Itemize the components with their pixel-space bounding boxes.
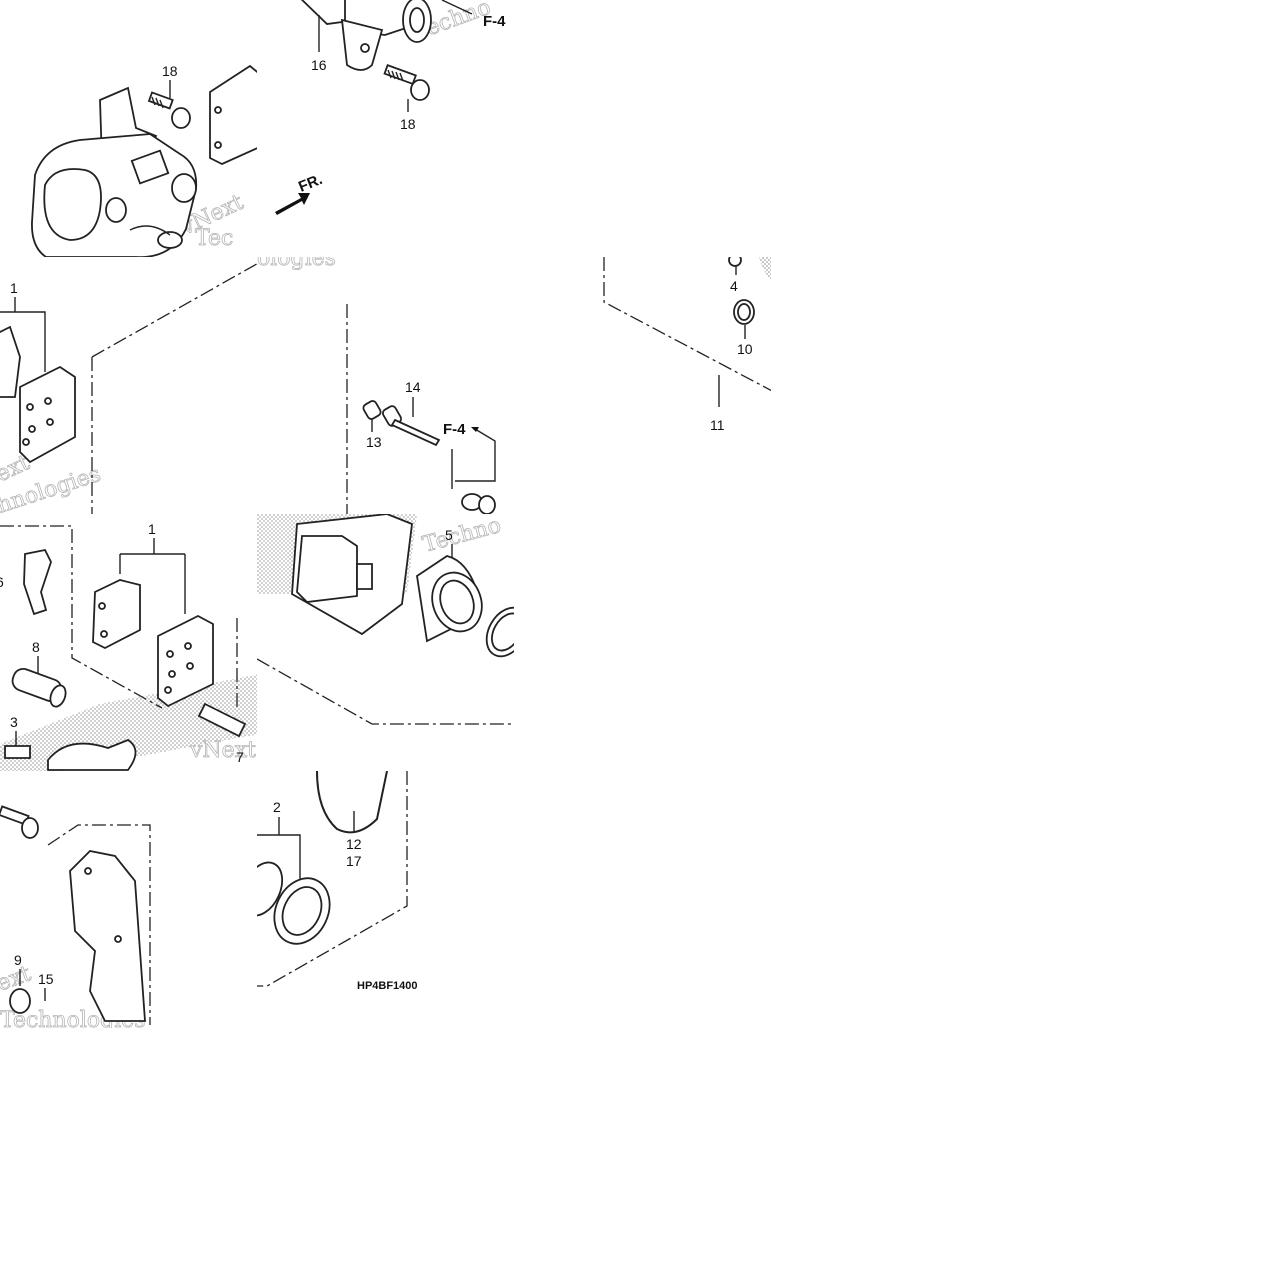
pin-14-icon [382, 405, 441, 447]
label-13: 13 [366, 434, 382, 450]
piston-5-icon [416, 555, 483, 643]
tile-pads-lower: vNext 1 6 8 3 [0, 514, 257, 771]
label-10: 10 [737, 341, 753, 357]
ref-f4-top: F-4 [483, 13, 506, 30]
ref-f4-mid: F-4 [443, 421, 466, 438]
tile-pin-14: ologies 14 13 F-4 [257, 257, 514, 514]
label-14: 14 [405, 379, 421, 395]
front-arrow-label: FR. [296, 171, 325, 196]
seal-ring-icon [485, 606, 514, 658]
label-9: 9 [14, 952, 22, 968]
label-1a: 1 [10, 280, 18, 296]
label-8: 8 [32, 639, 40, 655]
tile-piston-5: Techno 18 5 [257, 514, 514, 771]
label-16: 16 [311, 57, 327, 73]
tile-pad-1: ext hnologies 1 [0, 257, 257, 514]
diagram-code: HP4BF1400 [357, 980, 418, 992]
tile-5-graphic: ologies 14 13 F-4 [257, 257, 496, 514]
label-12: 12 [346, 836, 362, 852]
tile-6-graphic: 4 10 11 [603, 257, 771, 433]
tile-9-graphic: Techno 18 5 [257, 514, 514, 725]
bolt-18b-icon [383, 64, 430, 101]
seal-2-icon [257, 861, 331, 945]
boot-10-icon [733, 299, 755, 325]
tile-4-graphic: ext hnologies 1 [0, 263, 257, 514]
tile-7-graphic: vNext 1 6 8 3 [0, 521, 257, 771]
tile-bracket-16: Techno F-4 16 18 FR. [257, 0, 514, 257]
watermark-tec: Tec [195, 226, 233, 251]
label-18: 18 [162, 63, 178, 79]
label-6: 6 [0, 574, 4, 590]
tile-10-graphic: ext Technologies 9 15 [0, 805, 151, 1028]
tile-1-graphic: vNext 18 [31, 63, 257, 257]
tile-11-graphic: 2 12 17 HP4BF1400 [257, 771, 418, 992]
pad-pair-icon [92, 579, 214, 708]
watermark-ologies: ologies [257, 257, 336, 271]
bolt-lower-icon [0, 805, 39, 839]
fr-arrow-icon [275, 193, 310, 215]
tile-caliper-bolt: vNext 18 [0, 0, 257, 257]
bolt-18-icon [147, 91, 191, 129]
label-4: 4 [730, 278, 738, 294]
label-15: 15 [38, 971, 54, 987]
tile-seal-2: 2 12 17 HP4BF1400 [257, 771, 514, 1028]
label-2: 2 [273, 799, 281, 815]
label-5: 5 [445, 527, 453, 543]
label-11: 11 [710, 417, 725, 433]
label-17: 17 [346, 853, 362, 869]
label-3: 3 [10, 714, 18, 730]
tile-seal-10: 4 10 11 [514, 257, 771, 514]
label-18b: 18 [400, 116, 416, 132]
cap-13-icon [362, 400, 382, 420]
tile-2-graphic: Techno F-4 16 18 FR. [275, 0, 506, 215]
watermark-vnext-lower: vNext [189, 738, 256, 763]
watermark-techno-2: Techno [420, 514, 504, 558]
sleeve-8-icon [11, 668, 67, 708]
label-1b: 1 [148, 521, 156, 537]
tile-bracket-9: ext Technologies 9 15 [0, 771, 257, 1028]
label-7: 7 [236, 749, 244, 765]
